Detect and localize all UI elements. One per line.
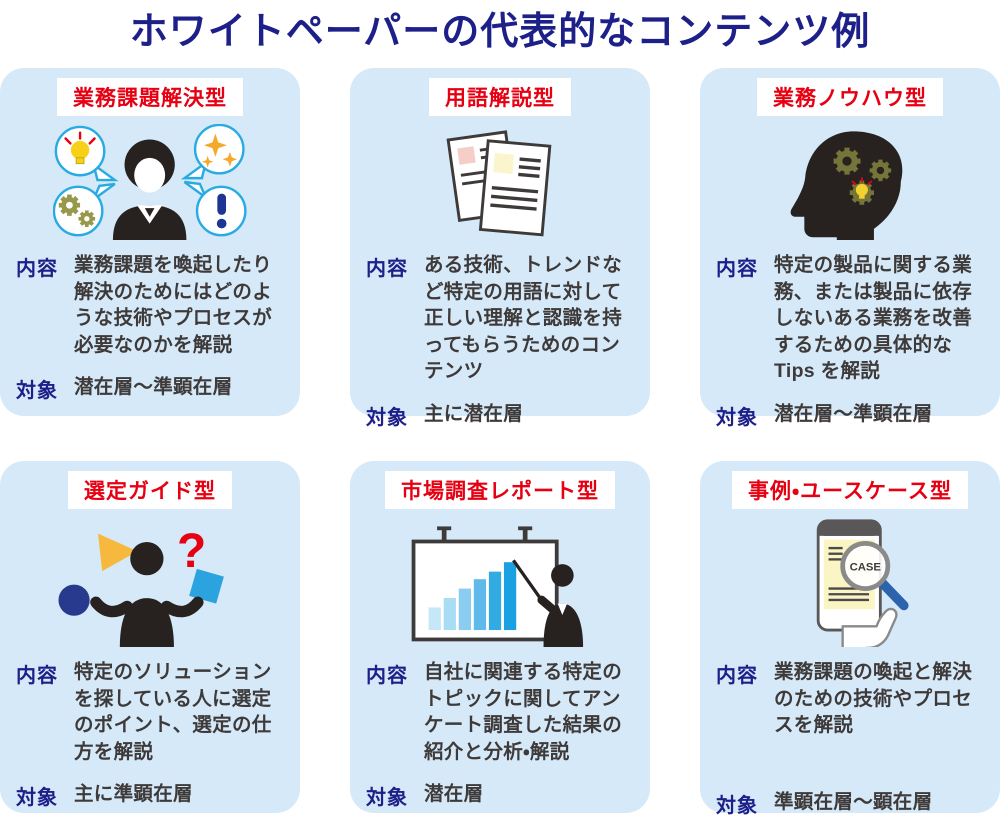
content-row: 内容 特定の製品に関する業務、または製品に依存しないある業務を改善するための具体…	[716, 252, 988, 385]
businessman-icon	[113, 139, 187, 240]
content-row: 内容 特定のソリューションを探している人に選定のポイント、選定の仕方を解説	[16, 659, 288, 765]
square-shape	[189, 568, 224, 604]
target-text: 潜在層～準顕在層	[74, 376, 233, 399]
circle-shape	[58, 584, 90, 616]
target-text: 潜在層～準顕在層	[774, 402, 933, 425]
content-text: 特定のソリューションを探している人に選定のポイント、選定の仕方を解説	[74, 661, 272, 763]
content-row: 内容 業務課題を喚起したり解決のためにはどのような技術やプロセスが必要なのかを解…	[16, 252, 288, 358]
card-illustration	[350, 124, 650, 240]
card-selection-guide: 選定ガイド型 ? 内容 特定のソリューションを探している人に選定のポイント、選定…	[0, 461, 300, 813]
card-info: 内容 自社に関連する特定のトピックに関してアンケート調査した結果の紹介と分析・解…	[350, 647, 650, 810]
content-text: 特定の製品に関する業務、または製品に依存しないある業務を改善するための具体的なT…	[774, 254, 973, 383]
card-title-badge: 業務ノウハウ型	[757, 78, 943, 116]
content-label: 内容	[716, 258, 758, 280]
target-text: 準顕在層～顕在層	[774, 790, 933, 813]
target-row: 対象 潜在層～準顕在層	[16, 374, 288, 403]
content-text: 業務課題を喚起したり解決のためにはどのような技術やプロセスが必要なのかを解説	[74, 254, 273, 356]
target-text: 潜在層	[424, 783, 484, 806]
card-use-case: 事例・ユースケース型	[700, 461, 1000, 817]
question-mark: ?	[177, 525, 206, 578]
page-title: ホワイトペーパーの代表的なコンテンツ例	[129, 11, 871, 53]
content-row: 内容 ある技術、トレンドなど特定の用語に対して正しい理解と認識を持ってもらうため…	[366, 252, 638, 385]
card-illustration	[0, 124, 300, 240]
card-illustration: CASE	[700, 517, 1000, 647]
card-info: 内容 ある技術、トレンドなど特定の用語に対して正しい理解と認識を持ってもらうため…	[350, 240, 650, 430]
content-text: ある技術、トレンドなど特定の用語に対して正しい理解と認識を持ってもらうためのコン…	[424, 254, 623, 383]
card-illustration	[700, 124, 1000, 240]
card-title-badge: 用語解説型	[429, 78, 571, 116]
sparkles-icon	[202, 133, 238, 168]
target-text: 主に潜在層	[424, 402, 524, 425]
content-label: 内容	[366, 665, 408, 687]
content-text: 業務課題の喚起と解決のための技術やプロセスを解説	[774, 661, 973, 737]
card-info: 内容 業務課題を喚起したり解決のためにはどのような技術やプロセスが必要なのかを解…	[0, 240, 300, 403]
card-grid: 業務課題解決型	[0, 68, 1000, 817]
lightbulb-icon	[64, 131, 97, 165]
person-choosing-shapes-icon: ?	[58, 525, 224, 647]
card-illustration	[350, 517, 650, 647]
card-title-badge: 選定ガイド型	[68, 471, 232, 509]
gears-icon	[59, 194, 96, 228]
card-knowhow: 業務ノウハウ型	[700, 68, 1000, 429]
hand-icon	[841, 607, 898, 647]
overlapping-documents-icon	[446, 130, 552, 237]
content-row: 内容 自社に関連する特定のトピックに関してアンケート調査した結果の紹介と分析・解…	[366, 659, 638, 765]
bar-chart-icon	[428, 562, 517, 631]
content-label: 内容	[366, 258, 408, 280]
card-title-badge: 市場調査レポート型	[385, 471, 615, 509]
target-row: 対象 主に潜在層	[366, 401, 638, 430]
head-gears-icon	[790, 131, 903, 240]
content-label: 内容	[16, 665, 58, 687]
target-row: 対象 潜在層	[366, 781, 638, 810]
card-title-badge: 業務課題解決型	[57, 78, 243, 116]
card-problem-solving: 業務課題解決型	[0, 68, 300, 416]
target-label: 対象	[16, 380, 58, 403]
triangle-shape	[98, 533, 138, 572]
magnifier-icon: CASE	[840, 541, 909, 611]
smartphone-case-magnifier-icon: CASE	[816, 519, 909, 647]
presenter-icon	[537, 564, 583, 647]
content-row: 内容 業務課題の喚起と解決のための技術やプロセスを解説	[716, 659, 988, 739]
case-label: CASE	[849, 562, 881, 574]
target-row: 対象 準顕在層～顕在層	[716, 789, 988, 818]
businessman-idea-bubbles-icon	[53, 124, 247, 240]
target-label: 対象	[366, 787, 408, 810]
content-label: 内容	[16, 258, 58, 280]
board-mounts	[436, 526, 533, 544]
card-market-research: 市場調査レポート型	[350, 461, 650, 813]
target-row: 対象 潜在層～準顕在層	[716, 401, 988, 430]
target-text: 主に準顕在層	[74, 783, 193, 806]
shrugging-person-icon	[90, 541, 204, 647]
lightbulb-icon	[851, 176, 873, 199]
target-row: 対象 主に準顕在層	[16, 781, 288, 810]
card-title-badge: 事例・ユースケース型	[731, 471, 969, 509]
target-label: 対象	[366, 406, 408, 429]
card-terminology: 用語解説型	[350, 68, 650, 429]
presenter-bar-chart-icon	[411, 526, 583, 647]
card-info: 内容 業務課題の喚起と解決のための技術やプロセスを解説 対象 準顕在層～顕在層	[700, 647, 1000, 818]
card-illustration: ?	[0, 517, 300, 647]
card-info: 内容 特定の製品に関する業務、または製品に依存しないある業務を改善するための具体…	[700, 240, 1000, 430]
head-silhouette	[790, 131, 903, 240]
target-label: 対象	[716, 406, 758, 429]
target-label: 対象	[16, 787, 58, 810]
target-label: 対象	[716, 794, 758, 817]
exclamation-icon	[217, 193, 227, 229]
content-text: 自社に関連する特定のトピックに関してアンケート調査した結果の紹介と分析・解説	[424, 661, 623, 763]
card-info: 内容 特定のソリューションを探している人に選定のポイント、選定の仕方を解説 対象…	[0, 647, 300, 810]
front-document	[479, 139, 552, 237]
content-label: 内容	[716, 665, 758, 687]
